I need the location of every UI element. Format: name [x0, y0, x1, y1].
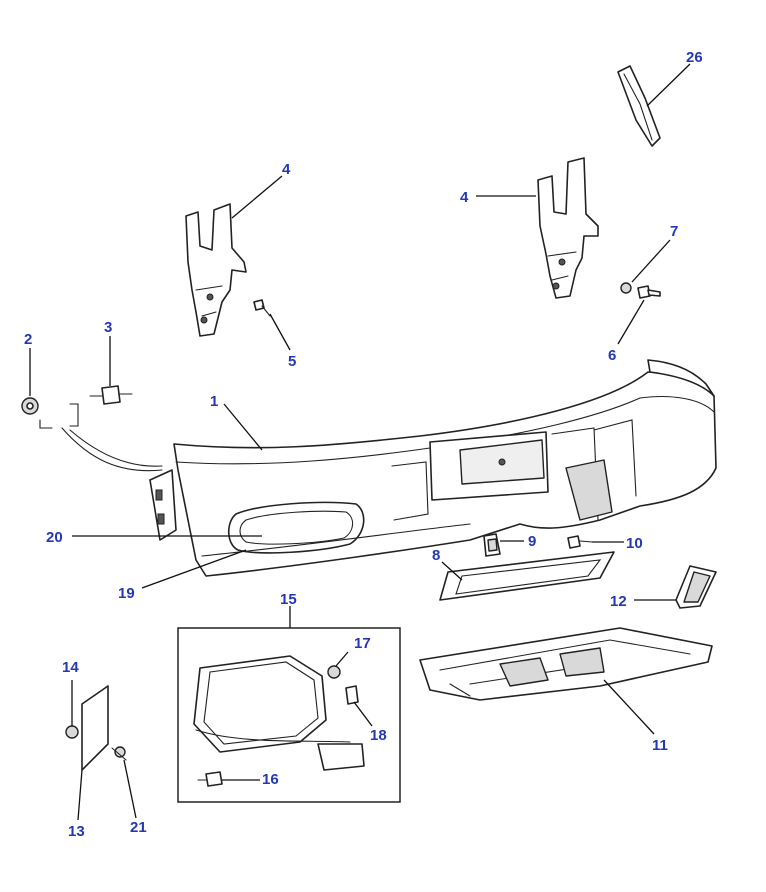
part-10-screw [567, 535, 593, 549]
callout-17: 17 [354, 635, 371, 652]
part-21-screw [111, 746, 127, 761]
callout-2: 2 [24, 331, 32, 348]
part-4-left-bracket [185, 203, 247, 337]
callout-1: 1 [210, 393, 218, 410]
callout-4-left: 4 [282, 161, 291, 178]
callout-16: 16 [262, 771, 279, 788]
callout-20: 20 [46, 529, 63, 546]
part-3-stud [89, 385, 133, 405]
part-2-nut [21, 397, 39, 415]
part-9-clip [483, 533, 501, 557]
callout-18: 18 [370, 727, 387, 744]
part-14-clip [65, 725, 79, 739]
leader-lines [29, 63, 691, 821]
callout-8: 8 [432, 547, 440, 564]
part-12-reflector [675, 565, 717, 609]
wiring-harness [39, 403, 163, 472]
part-26-trim-strip [617, 65, 661, 147]
callout-19: 19 [118, 585, 135, 602]
callout-labels: 26 4 4 7 5 6 2 3 1 20 19 9 10 8 12 15 17… [24, 49, 703, 840]
callout-14: 14 [62, 659, 79, 676]
part-4-right-bracket [537, 157, 599, 299]
callout-10: 10 [626, 535, 643, 552]
callout-15: 15 [280, 591, 297, 608]
part-13-cover-plate [81, 685, 109, 771]
part-15-detail-box [177, 627, 401, 803]
part-6-bolt [637, 285, 661, 299]
part-8-panel [439, 551, 615, 601]
part-5-screw [253, 299, 271, 317]
callout-6: 6 [608, 347, 616, 364]
part-7-nut [620, 282, 632, 294]
part-11-undertray [419, 627, 713, 701]
callout-26: 26 [686, 49, 703, 66]
callout-13: 13 [68, 823, 85, 840]
callout-3: 3 [104, 319, 112, 336]
callout-9: 9 [528, 533, 536, 550]
callout-5: 5 [288, 353, 296, 370]
callout-4-right: 4 [460, 189, 469, 206]
callout-21: 21 [130, 819, 147, 836]
callout-12: 12 [610, 593, 627, 610]
callout-11: 11 [652, 737, 668, 754]
part-1-rear-bumper [149, 359, 717, 577]
callout-7: 7 [670, 223, 678, 240]
